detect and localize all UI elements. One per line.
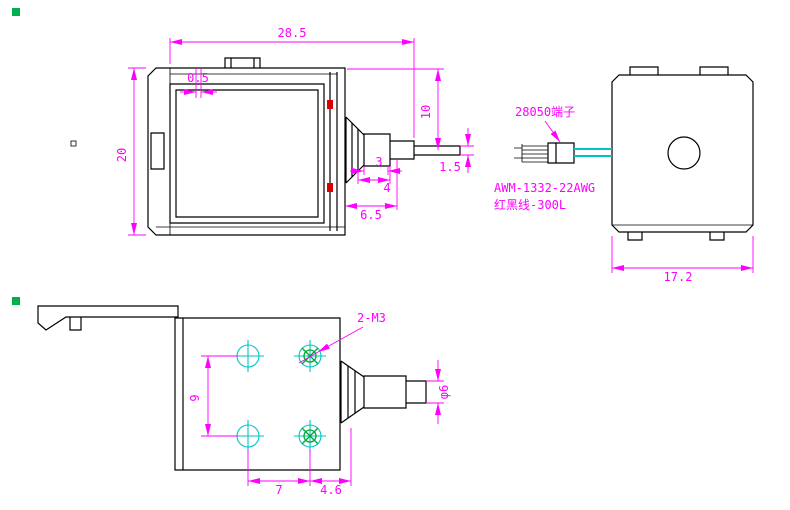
datum-square <box>70 140 77 147</box>
lead-wires <box>574 148 612 157</box>
dim-text-hole-pitch-vertical: 9 <box>188 394 202 401</box>
wire-spec-label: AWM-1332-22AWG <box>494 181 595 195</box>
extension-lines <box>611 236 754 273</box>
leader-line <box>544 120 561 143</box>
dim-text-overall-height: 20 <box>115 148 129 162</box>
dim-text-hole-to-shaft: 4.6 <box>320 483 342 497</box>
dim-hole-pitch-vertical: 9 <box>188 355 238 437</box>
front-frame-inner-lines <box>156 68 345 235</box>
connector-housing <box>547 142 575 164</box>
dim-overall-height: 20 <box>115 67 146 236</box>
terminal-label: 28050端子 <box>515 105 575 119</box>
dim-text-overall-width: 28.5 <box>278 26 307 40</box>
thread-circle-top <box>303 349 317 363</box>
extension-lines <box>201 355 238 437</box>
side-plunger-hole <box>667 136 701 170</box>
thread-marks <box>301 347 319 445</box>
dim-text-depth: 17.2 <box>664 270 693 284</box>
hole-centerlines <box>232 340 326 452</box>
side-bottom-feet <box>627 232 725 241</box>
dim-pin-width: 1.5 <box>439 128 474 174</box>
extension-lines <box>128 67 146 236</box>
dim-text-shaft-length: 6.5 <box>360 208 382 222</box>
thread-circle-bottom <box>303 429 317 443</box>
terminal-callout: 28050端子 <box>515 105 575 143</box>
side-body-outline <box>611 74 754 233</box>
dim-text-shaft-step: 4 <box>383 181 390 195</box>
side-top-tabs <box>629 66 729 75</box>
dim-text-shaft-diameter: φ6 <box>437 385 451 399</box>
dim-shaft-length: 6.5 <box>345 159 398 222</box>
dim-text-pin-width: 1.5 <box>439 160 461 174</box>
front-top-mounting-tab <box>224 57 261 68</box>
dim-overall-width: 28.5 <box>169 26 415 138</box>
dim-text-spring-length: 3 <box>375 155 382 169</box>
dim-text-top-to-shaft: 10 <box>419 105 433 119</box>
leader-tail <box>298 351 319 364</box>
front-left-pole-tab <box>150 132 165 170</box>
front-view: 28.5 0.5 20 10 1.5 3 <box>115 26 474 236</box>
bracket-flange <box>37 305 179 331</box>
plunger-spring-and-shaft-top <box>340 360 427 424</box>
front-pole-plate-lines <box>329 72 338 231</box>
dim-tab-offset: 0.5 <box>180 68 217 98</box>
top-view: 2-M3 9 7 4.6 φ6 <box>37 305 451 497</box>
dim-hole-to-shaft: 4.6 <box>310 428 352 497</box>
extension-lines <box>169 38 415 138</box>
thread-callout: 2-M3 <box>298 311 386 364</box>
terminal-pins <box>514 144 548 163</box>
dim-text-tab-offset: 0.5 <box>187 71 209 85</box>
viewport-marker-middle <box>12 297 20 305</box>
dim-text-hole-pitch-horizontal: 7 <box>275 483 282 497</box>
dim-shaft-step: 4 <box>357 166 391 195</box>
mounting-holes <box>232 340 326 452</box>
wire-color-label: 红黑线-300L <box>494 197 566 212</box>
front-frame-outline <box>147 67 346 236</box>
dim-shaft-diameter: φ6 <box>426 360 451 424</box>
front-coil-body <box>169 83 325 224</box>
viewport-marker-top <box>12 8 20 16</box>
extension-lines <box>460 145 474 156</box>
bracket-face <box>174 317 341 471</box>
thread-label: 2-M3 <box>357 311 386 325</box>
dim-depth: 17.2 <box>611 236 754 284</box>
leader-line <box>317 326 364 353</box>
side-view: 28050端子 AWM-1332-22AWG 红黑线-300L 17.2 <box>494 66 754 284</box>
dim-hole-pitch-horizontal: 7 <box>247 450 311 497</box>
dim-top-to-shaft: 10 <box>347 68 444 150</box>
